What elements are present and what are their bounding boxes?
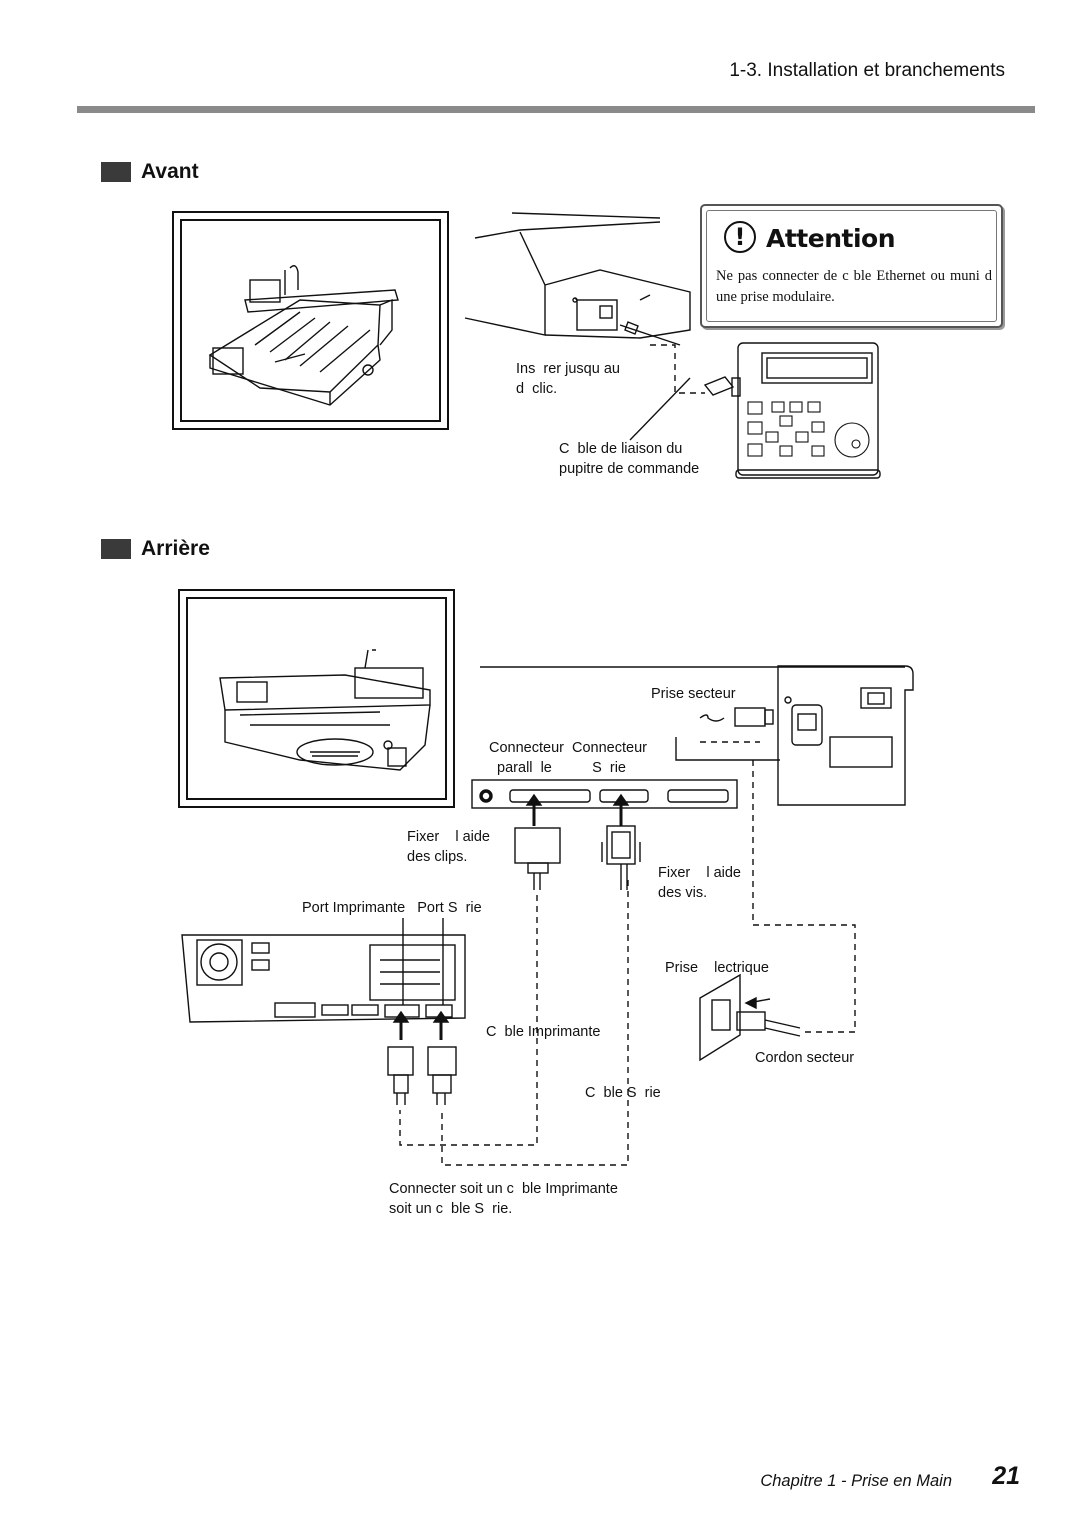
page-section-title: 1-3. Installation et branchements <box>729 60 1005 81</box>
rear-machine-frame <box>178 589 455 808</box>
label-connection-note: Connecter soit un c ble Imprimante soit … <box>389 1181 618 1217</box>
rear-engraver-drawing <box>219 649 431 771</box>
label-connectors: Connecteur Connecteur parall le S rie <box>489 740 647 776</box>
exclamation-icon: ! <box>724 221 756 253</box>
computer-rear-drawing <box>181 918 466 1105</box>
section-heading-rear: Arrière <box>101 537 210 561</box>
label-serial-cable: C ble S rie <box>585 1085 661 1101</box>
rear-connector-panel-drawing <box>471 665 914 809</box>
label-computer-ports: Port Imprimante Port S rie <box>302 900 482 916</box>
page-number: 21 <box>992 1462 1020 1490</box>
label-power-cord: Cordon secteur <box>755 1050 855 1066</box>
section-heading-rear-label: Arrière <box>141 537 210 560</box>
label-control-panel-cable: C ble de liaison du pupitre de commande <box>559 441 700 477</box>
label-fix-with-screws: Fixer l aide des vis. <box>658 865 741 901</box>
label-fix-with-clips: Fixer l aide des clips. <box>407 829 490 865</box>
front-machine-frame <box>172 211 449 430</box>
header-divider <box>77 106 1035 113</box>
control-panel-drawing <box>731 342 881 479</box>
label-wall-outlet: Prise lectrique <box>665 960 769 976</box>
section-marker-icon <box>101 162 131 182</box>
label-printer-cable: C ble Imprimante <box>486 1024 601 1040</box>
section-marker-icon <box>101 539 131 559</box>
front-panel-detail <box>464 212 691 346</box>
label-insert-until-click: Ins rer jusqu au d clic. <box>516 361 620 397</box>
label-power-inlet: Prise secteur <box>651 686 736 702</box>
front-engraver-drawing <box>208 265 399 406</box>
section-heading-front: Avant <box>101 160 199 184</box>
attention-text: Ne pas connecter de c ble Ethernet ou mu… <box>716 268 992 305</box>
attention-notice: ! Attention Ne pas connecter de c ble Et… <box>700 204 1003 328</box>
wall-outlet-drawing <box>699 973 801 1062</box>
footer-chapter: Chapitre 1 - Prise en Main <box>760 1472 952 1490</box>
attention-title: Attention <box>766 224 896 253</box>
section-heading-front-label: Avant <box>141 160 199 183</box>
